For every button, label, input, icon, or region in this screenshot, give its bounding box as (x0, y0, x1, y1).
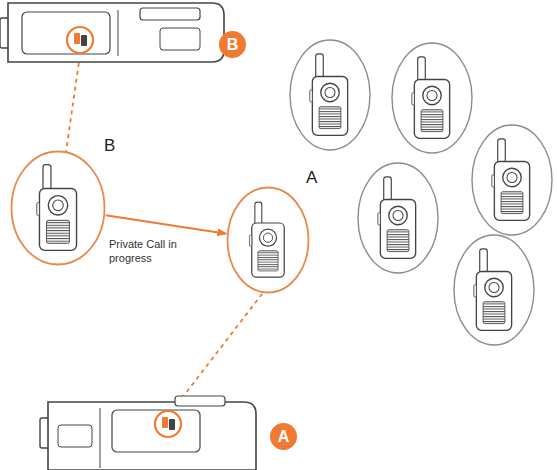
dashed-link (66, 55, 80, 152)
idle-radio (472, 125, 552, 235)
idle-radio (358, 163, 438, 273)
badge-letter: B (227, 37, 239, 53)
device-badge: A (270, 423, 297, 450)
radio-node: A (226, 186, 310, 294)
radio-node: B (10, 150, 106, 266)
radio-label: B (104, 136, 115, 156)
call-arrow (106, 215, 227, 233)
device-top-view (40, 396, 256, 470)
device-badge: B (219, 31, 246, 58)
device-top-view (0, 3, 224, 62)
radio-label: A (306, 168, 317, 188)
idle-radio (392, 43, 472, 153)
radio-oval (10, 150, 106, 266)
edge-label: Private Call in progress (109, 238, 187, 266)
idle-radio (454, 235, 534, 345)
idle-radio (290, 40, 370, 150)
radio-oval (226, 186, 310, 294)
dashed-link (172, 294, 262, 411)
badge-letter: A (278, 429, 290, 445)
